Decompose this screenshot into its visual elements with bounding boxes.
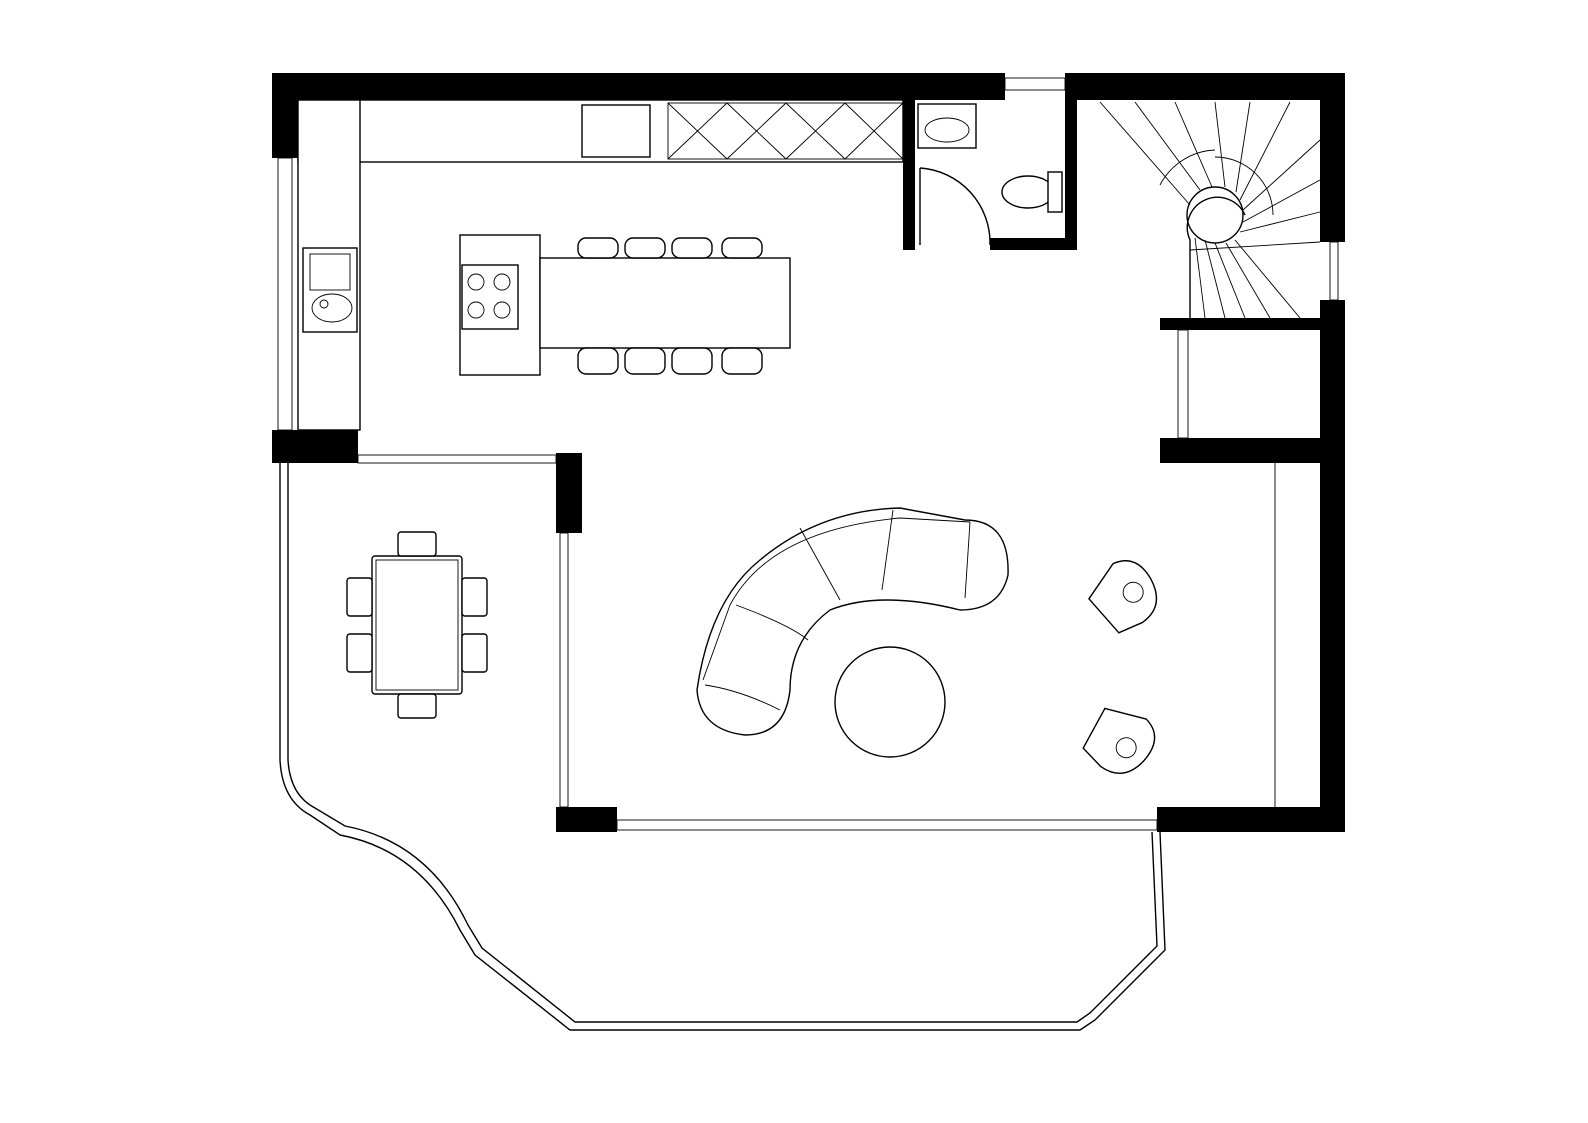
armchair — [1082, 707, 1156, 774]
washbasin — [917, 103, 977, 149]
spiral-staircase — [1099, 101, 1321, 319]
balcony — [279, 463, 1166, 1031]
bar-stools — [577, 237, 763, 375]
dining-set — [346, 531, 488, 719]
dining-table — [371, 555, 463, 695]
chair — [397, 693, 437, 719]
windows — [277, 77, 1339, 831]
door-swing — [919, 167, 991, 246]
cabinets — [667, 102, 904, 160]
kitchen-sink — [302, 247, 358, 333]
chair — [346, 633, 373, 673]
curved-sofa — [696, 507, 1009, 736]
chair — [461, 577, 488, 617]
toilet — [1001, 171, 1063, 213]
cooktop — [461, 264, 519, 330]
chair — [461, 633, 488, 673]
round-coffee-table — [834, 646, 946, 758]
walls — [272, 73, 1345, 832]
chair — [346, 577, 373, 617]
bathroom — [917, 103, 1063, 246]
kitchen-island — [459, 234, 791, 376]
armchair — [1088, 560, 1158, 634]
appliance — [581, 104, 651, 158]
chair — [397, 531, 437, 557]
kitchen-counter — [297, 99, 904, 431]
